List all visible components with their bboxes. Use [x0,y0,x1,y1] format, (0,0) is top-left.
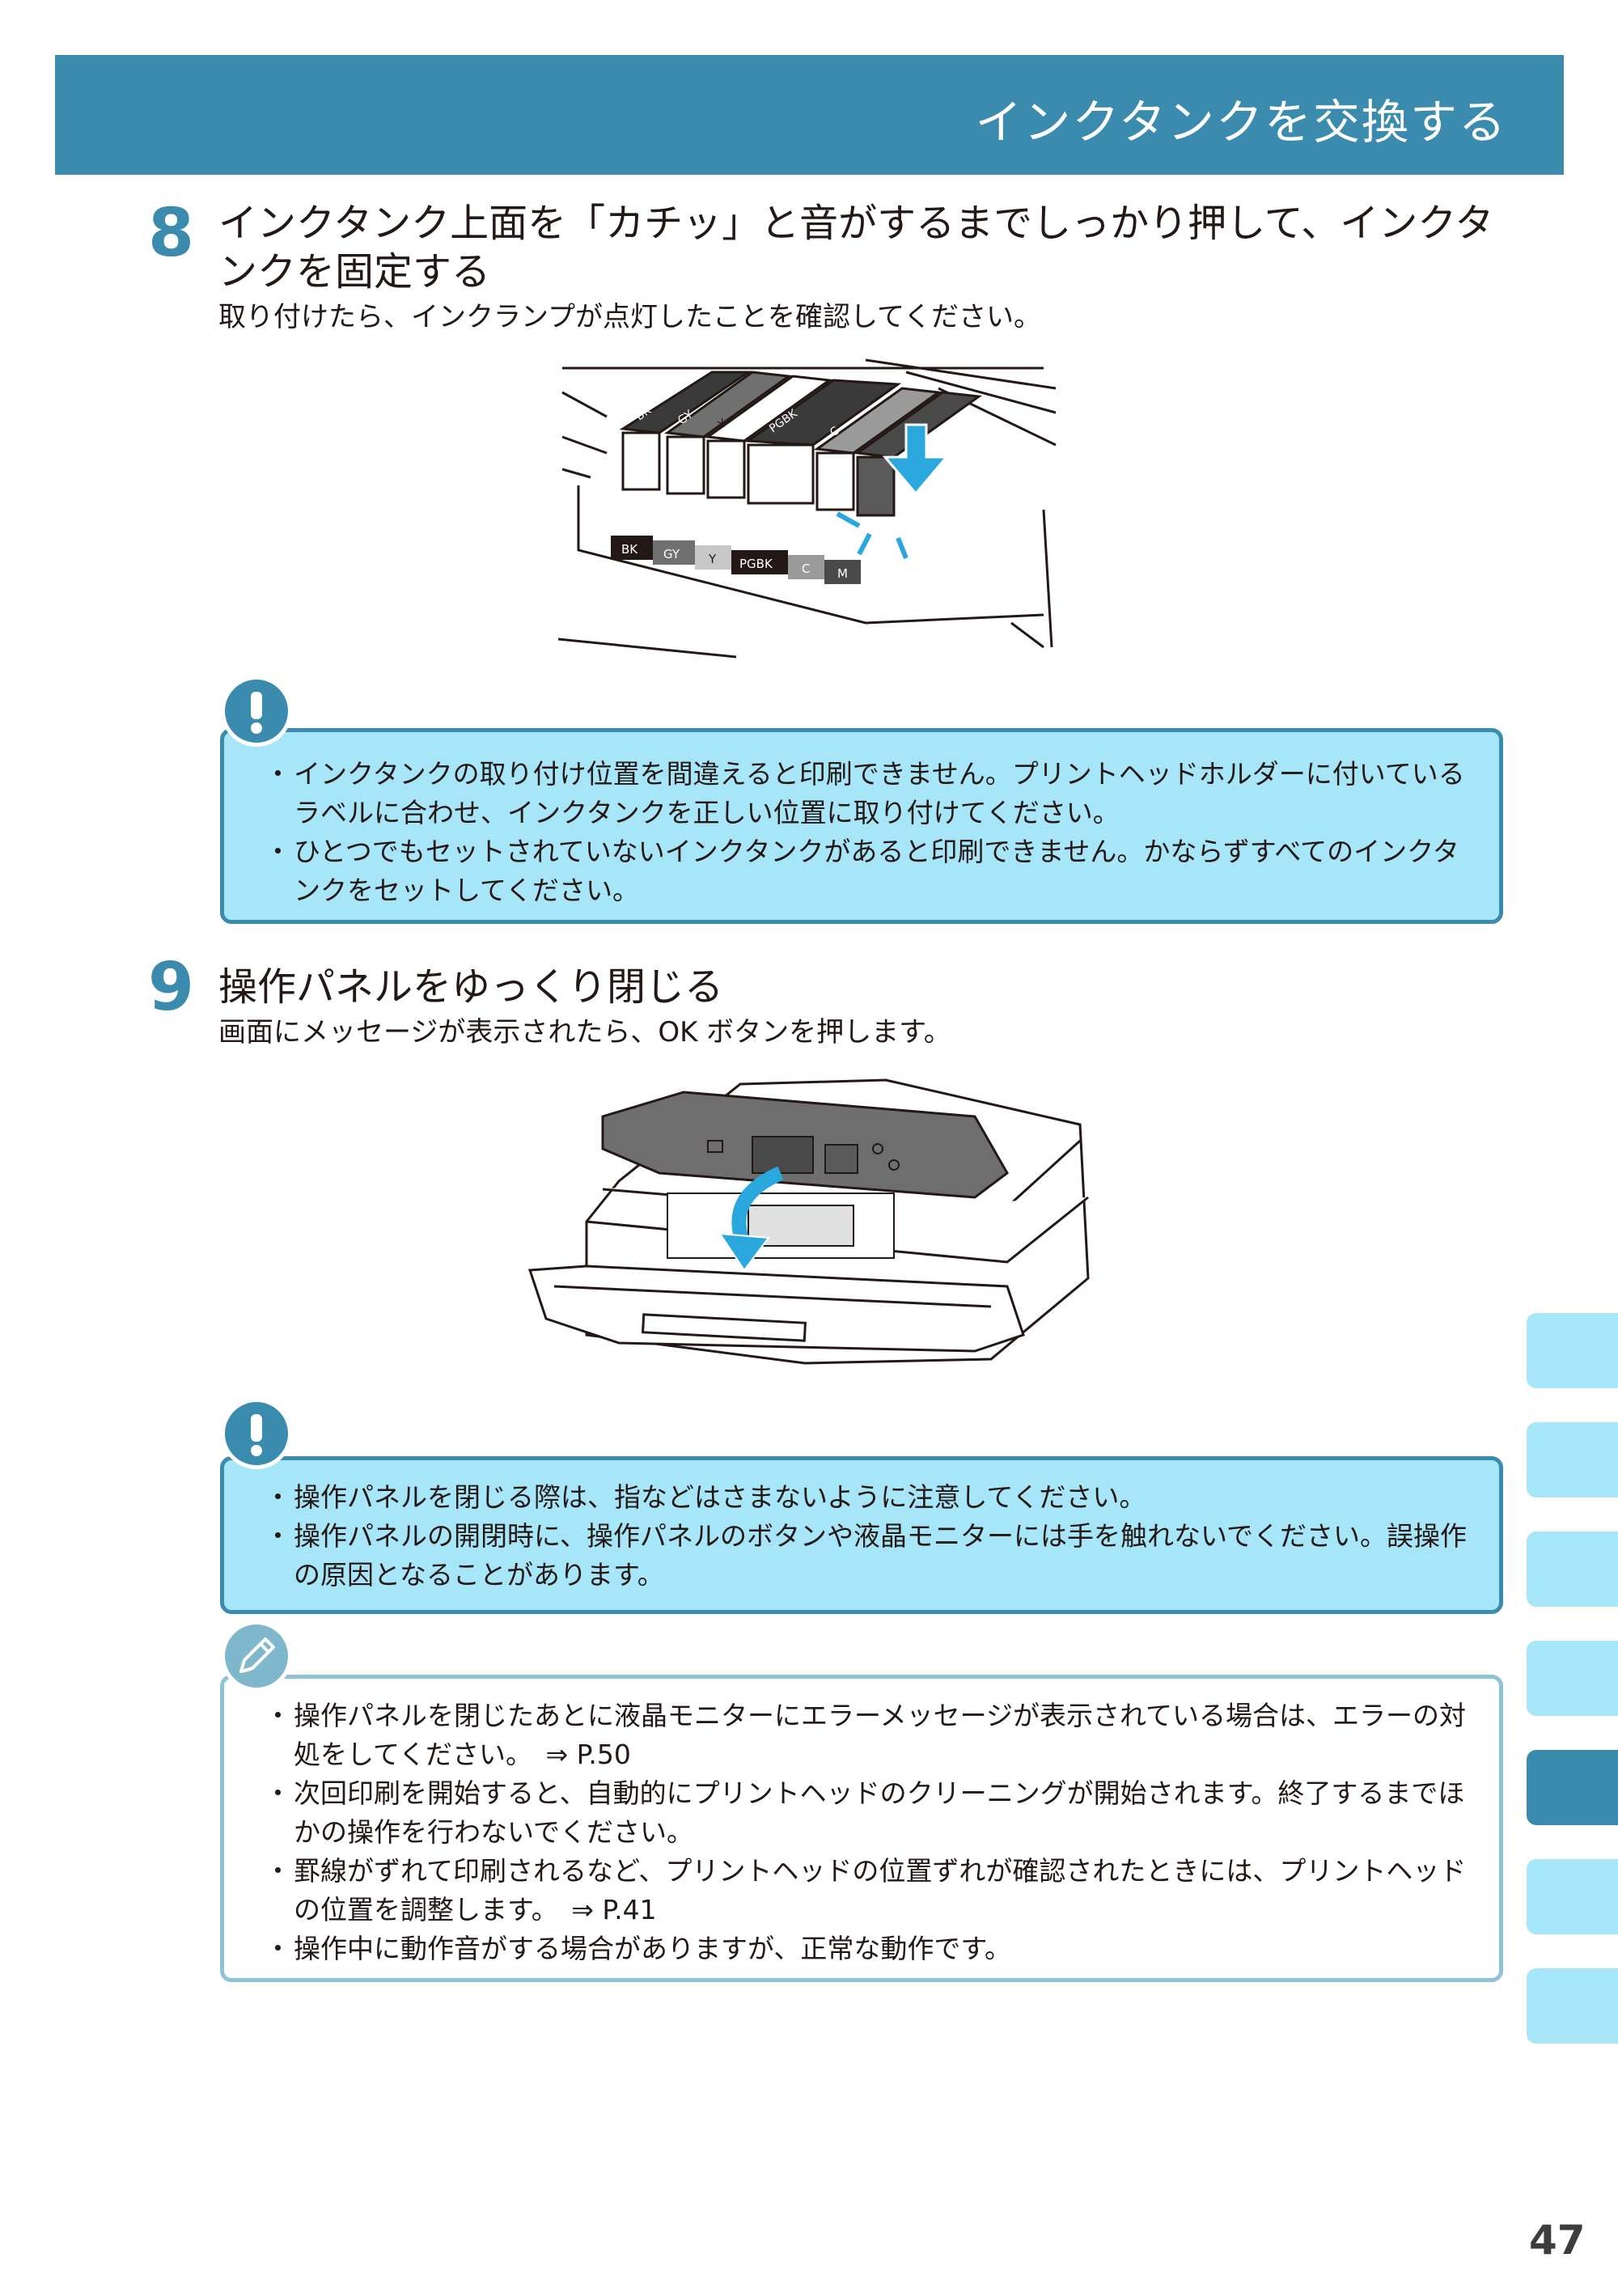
printer-panel-illustration [522,1076,1104,1367]
caution-box-2: 操作パネルを閉じる際は、指などはさまないように注意してください。 操作パネルの開… [220,1456,1503,1614]
note-item-4: 操作中に動作音がする場合がありますが、正常な動作です。 [265,1930,1475,1968]
operation-panel [601,1091,1009,1199]
strip-label-m: M [837,566,848,581]
press-arrow [836,423,950,560]
pencil-icon [221,1620,292,1692]
step-9-subtitle: 画面にメッセージが表示されたら、OK ボタンを押します。 [218,1016,951,1048]
side-tab-3[interactable] [1527,1531,1618,1607]
side-tab-7[interactable] [1527,1968,1618,2044]
strip-label-pgbk: PGBK [739,557,773,571]
strip-label-gy: GY [663,547,680,561]
side-tab-6[interactable] [1527,1859,1618,1934]
note-item-2: 次回印刷を開始すると、自動的にプリントヘッドのクリーニングが開始されます。終了す… [265,1774,1475,1852]
side-tab-5-active[interactable] [1527,1750,1618,1825]
strip-label-c: C [802,561,810,576]
caution-2-item-1: 操作パネルを閉じる際は、指などはさまないように注意してください。 [265,1478,1475,1517]
page-number: 47 [1529,2217,1586,2264]
step-8-title: インクタンク上面を「カチッ」と音がするまでしっかり押して、インクタンクを固定する [218,201,1494,294]
holder-label-strip: BK GY Y PGBK C M [611,536,861,584]
side-tab-2[interactable] [1527,1422,1618,1497]
page-header: インクタンクを交換する [55,55,1564,175]
step-8-subtitle: 取り付けたら、インクランプが点灯したことを確認してください。 [218,301,1041,333]
close-arrow [718,1166,784,1272]
caution-1-item-2: ひとつでもセットされていないインクタンクがあると印刷できません。かならずすべての… [265,832,1475,910]
exclamation-icon [221,676,292,747]
note-box: 操作パネルを閉じたあとに液晶モニターにエラーメッセージが表示されている場合は、エ… [220,1675,1503,1982]
step-8-number: 8 [148,195,195,272]
step-9-number: 9 [148,949,195,1026]
strip-label-bk: BK [621,542,638,557]
step-9-title: 操作パネルをゆっくり閉じる [218,964,724,1010]
note-item-3: 罫線がずれて印刷されるなど、プリントヘッドの位置ずれが確認されたときには、プリン… [265,1852,1475,1930]
ink-tank-illustration: BK GY Y PGBK C BK GY Y PGBK C M [557,356,1060,663]
exclamation-icon [221,1398,292,1469]
caution-2-item-2: 操作パネルの開閉時に、操作パネルのボタンや液晶モニターには手を触れないでください… [265,1517,1475,1595]
side-tab-4[interactable] [1527,1641,1618,1716]
strip-label-y: Y [708,552,717,566]
side-tab-1[interactable] [1527,1313,1618,1388]
caution-1-item-1: インクタンクの取り付け位置を間違えると印刷できません。プリントヘッドホルダーに付… [265,755,1475,832]
note-item-1: 操作パネルを閉じたあとに液晶モニターにエラーメッセージが表示されている場合は、エ… [265,1697,1475,1774]
page-title: インクタンクを交換する [975,95,1507,150]
caution-box-1: インクタンクの取り付け位置を間違えると印刷できません。プリントヘッドホルダーに付… [220,728,1503,924]
